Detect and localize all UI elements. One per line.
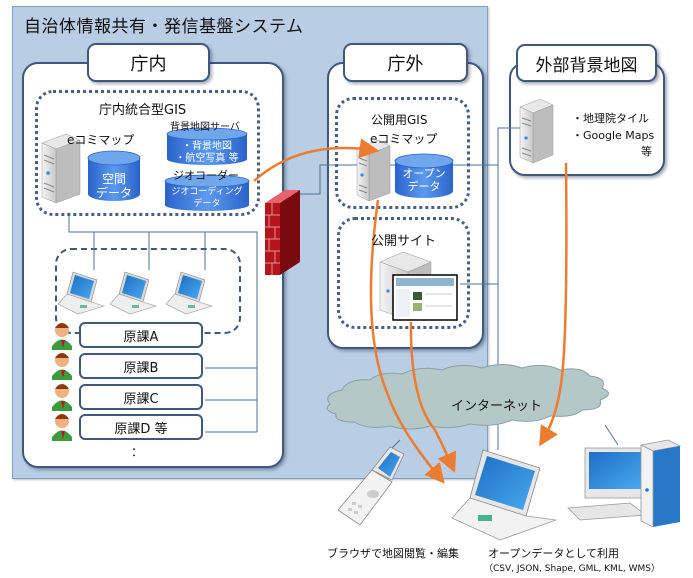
website-thumbnail [392,274,458,321]
internal-server-label: eコミマップ [67,133,135,147]
user-icon-a [52,323,72,350]
external-basemap-item-2: ・Google Maps [572,129,655,142]
basemap-item-2: ・航空写真 等 [175,153,239,164]
laptop-icon-1 [57,271,106,315]
data-flow-arrows [253,138,568,484]
spatial-data-db-label: 空間 データ [88,172,140,200]
browse-edit-label: ブラウザで地図閲覧・編集 [327,547,459,560]
basemap-server-title: 背景地図サーバ [170,122,240,133]
geocoder-title: ジオコーダー [173,169,239,182]
server-icon-external [519,98,554,164]
open-db-line-1: オープン [402,167,446,180]
geocoder-db-icon [164,174,250,211]
basemap-server-db-icon [166,127,248,165]
public-server-label: eコミマップ [370,132,438,146]
spatial-db-line-1: 空間 [101,172,126,186]
public-gis-group [335,97,470,209]
external-basemap-tab: 外部背景地図 [516,44,657,82]
public-gis-title: 公開用GIS [371,113,428,127]
system-title: 自治体情報共有・発信基盤システム [24,17,304,37]
open-data-formats-label: （CSV, JSON, Shape, GML, KML, WMS） [484,564,660,574]
external-basemap-item-1: ・地理院タイル [572,112,649,125]
external-basemap-item-3: 等 [641,145,652,158]
server-icon-internal [41,133,81,204]
public-site-group [337,217,470,329]
laptop-icon-2 [109,271,158,315]
basemap-server-items: ・背景地図 ・航空写真 等 [167,141,247,165]
laptop-icon-client [451,449,557,541]
firewall-icon [265,190,300,275]
external-tab: 庁外 [343,43,468,82]
public-site-title: 公開サイト [371,234,437,249]
open-data-db-label: オープン データ [395,167,453,193]
department-box-d[interactable]: 原課D 等 [79,414,203,440]
internal-tab: 庁内 [87,43,210,82]
integrated-gis-group [35,90,260,216]
spatial-db-line-2: データ [95,186,132,200]
laptop-icon-3 [165,271,214,315]
user-icon-b [52,353,72,380]
spatial-data-db-icon [87,150,141,201]
geocoder-item-2: データ [193,199,221,209]
desktop-pc-icon [567,439,682,528]
open-data-db-icon [394,153,454,198]
more-departments-ellipsis: ： [131,445,144,459]
integrated-gis-title: 庁内統合型GIS [99,103,187,118]
department-box-b[interactable]: 原課B [79,353,203,379]
geocoder-items: ジオコーディング データ [165,186,249,210]
geocoder-item-1: ジオコーディング [171,187,243,197]
user-icon-d [52,414,72,441]
basemap-item-1: ・背景地図 [182,141,232,152]
open-data-usage-label: オープンデータとして利用 [488,547,620,560]
internet-label: インターネット [451,399,543,414]
open-db-line-2: データ [407,180,441,193]
internet-cloud-icon [326,364,609,430]
department-box-a[interactable]: 原課A [79,322,203,348]
mobile-phone-icon [337,446,405,526]
department-box-c[interactable]: 原課C [79,384,203,410]
user-icon-c [52,384,72,411]
